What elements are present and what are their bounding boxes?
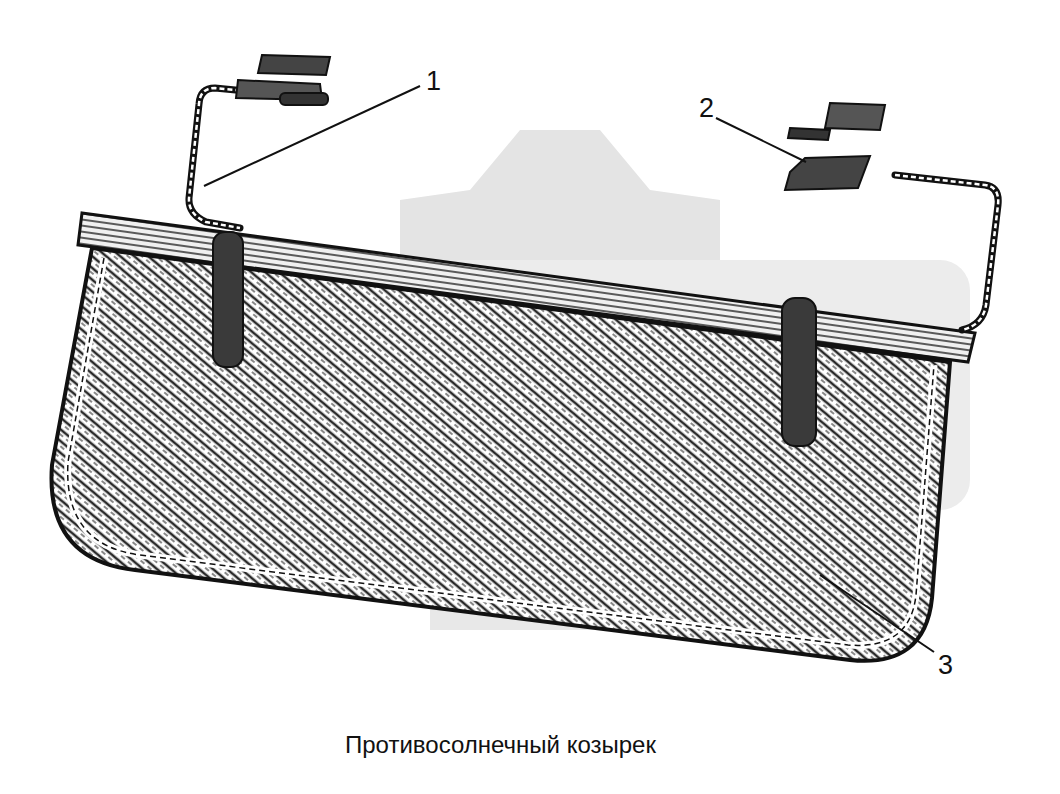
visor-body xyxy=(51,248,950,661)
wire-rod xyxy=(189,88,320,228)
visor-seam xyxy=(68,258,934,645)
callout-number: 1 xyxy=(426,68,441,95)
wire-rod xyxy=(895,175,998,330)
strap xyxy=(782,298,816,446)
visor-seam-dashes xyxy=(68,258,934,645)
strap xyxy=(213,232,243,367)
caption: Противосолнечный козырек xyxy=(345,733,656,757)
mounting-clip xyxy=(236,55,330,105)
mounting-clip xyxy=(785,103,885,190)
leader-line xyxy=(204,86,934,652)
callout-number: 3 xyxy=(938,652,953,679)
callout-number: 2 xyxy=(699,95,714,122)
wire-rod xyxy=(895,175,998,330)
wire-rod xyxy=(189,88,320,228)
